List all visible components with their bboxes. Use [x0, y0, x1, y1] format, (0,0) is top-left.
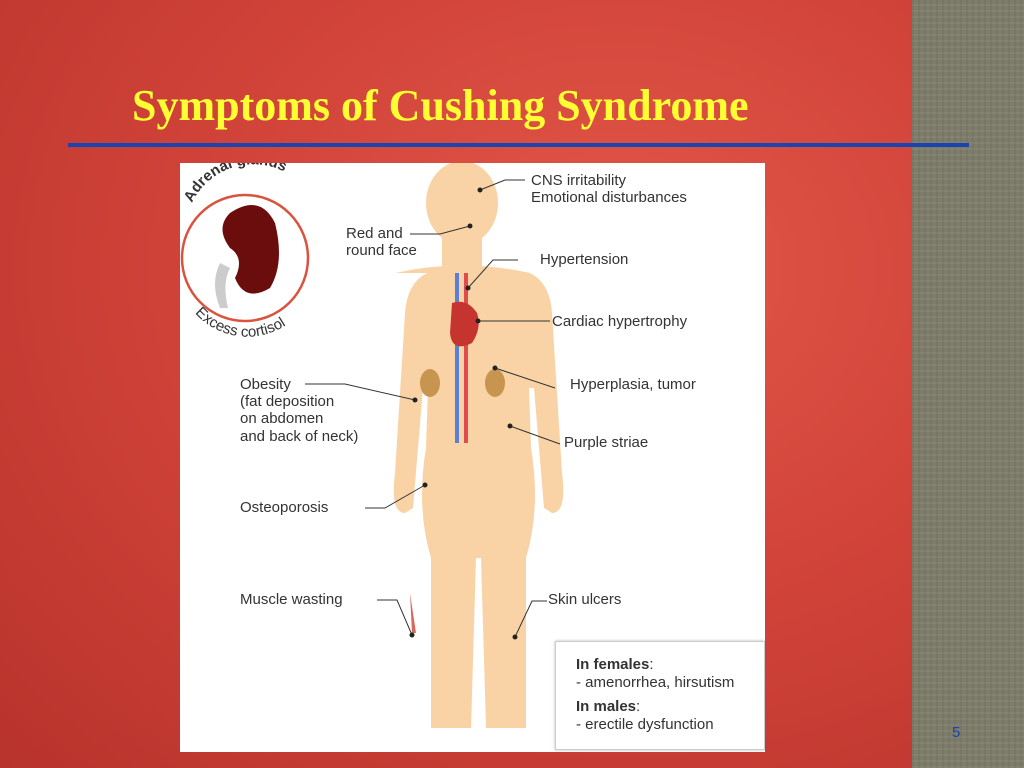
males-text: - erectile dysfunction — [576, 716, 714, 733]
page-number: 5 — [952, 724, 961, 741]
label-obesity-4: and back of neck) — [240, 428, 359, 445]
label-obesity-3: on abdomen — [240, 410, 324, 427]
body-drawing: Adrenal glands Excess cortisol — [180, 163, 564, 728]
label-purple-striae: Purple striae — [564, 434, 649, 451]
adrenal-inset: Adrenal glands Excess cortisol — [180, 163, 310, 341]
label-obesity-1: Obesity — [240, 376, 291, 393]
sex-specific-box: In females: - amenorrhea, hirsutism In m… — [555, 641, 765, 750]
females-heading: In females — [576, 656, 650, 673]
label-red-face-2: round face — [346, 242, 417, 259]
human-body — [393, 163, 564, 728]
females-text: - amenorrhea, hirsutism — [576, 674, 735, 691]
label-obesity-2: (fat deposition — [240, 393, 335, 410]
label-osteoporosis: Osteoporosis — [240, 499, 329, 516]
label-hyperplasia: Hyperplasia, tumor — [570, 376, 696, 393]
label-emotional-disturbances: Emotional disturbances — [531, 189, 687, 206]
label-muscle-wasting: Muscle wasting — [240, 591, 343, 608]
label-hypertension: Hypertension — [540, 251, 629, 268]
cushing-illustration: Adrenal glands Excess cortisol CNS irrit… — [180, 163, 765, 752]
side-panel — [912, 0, 1024, 768]
label-cns-irritability: CNS irritability — [531, 172, 627, 189]
label-skin-ulcers: Skin ulcers — [548, 591, 622, 608]
label-cardiac-hypertrophy: Cardiac hypertrophy — [552, 313, 688, 330]
leader-lines — [305, 179, 561, 638]
males-heading: In males — [576, 698, 637, 715]
slide-title: Symptoms of Cushing Syndrome — [132, 81, 749, 130]
label-red-face-1: Red and — [346, 225, 403, 242]
title-underline — [68, 143, 969, 147]
